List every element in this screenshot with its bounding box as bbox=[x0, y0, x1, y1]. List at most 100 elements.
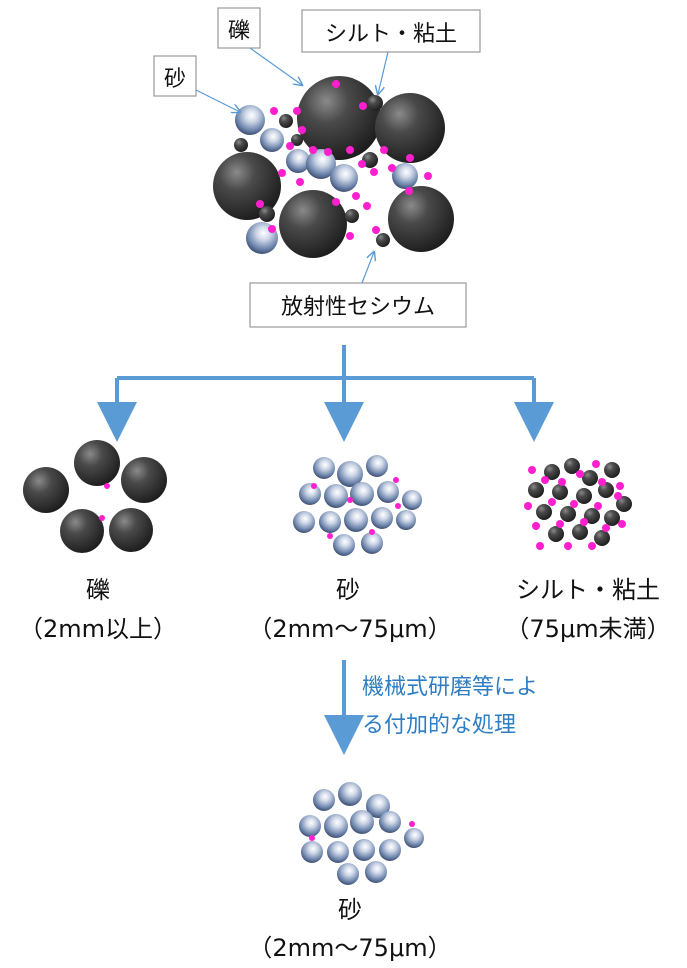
gravel-particle bbox=[121, 457, 167, 503]
cesium-particle bbox=[309, 146, 317, 154]
gravel-particle bbox=[616, 496, 632, 512]
sand-particle bbox=[327, 841, 349, 863]
callout-silt-clay: シルト・粘土 bbox=[301, 9, 481, 94]
gravel-particle bbox=[109, 508, 153, 552]
sand-particle bbox=[404, 828, 424, 848]
cesium-particle bbox=[332, 198, 340, 206]
cesium-particle bbox=[358, 160, 366, 168]
cesium-particle bbox=[424, 172, 432, 180]
treatment-text-line1: 機械式研磨等によ bbox=[362, 675, 538, 700]
cesium-particle bbox=[346, 232, 354, 240]
cesium-particle bbox=[370, 168, 378, 176]
cesium-particle bbox=[409, 821, 415, 827]
cesium-particle bbox=[346, 146, 354, 154]
gravel-particle bbox=[279, 190, 347, 258]
sand-particle bbox=[299, 483, 321, 505]
cesium-particle bbox=[548, 498, 556, 506]
cesium-particle bbox=[570, 500, 578, 508]
cesium-particle bbox=[393, 477, 399, 483]
sand-particle bbox=[366, 455, 388, 477]
gravel-range: （2mm以上） bbox=[19, 615, 177, 643]
gravel-particle bbox=[576, 488, 592, 504]
cesium-particle bbox=[372, 226, 380, 234]
cesium-particle bbox=[388, 164, 396, 172]
cesium-particle bbox=[359, 102, 367, 110]
gravel-particles bbox=[23, 440, 167, 553]
cesium-particle bbox=[380, 146, 388, 154]
sand-particle bbox=[286, 149, 310, 173]
cesium-particle bbox=[532, 522, 540, 530]
gravel-particle bbox=[572, 524, 588, 540]
sand-particle bbox=[324, 484, 348, 508]
gravel-particle bbox=[552, 484, 568, 500]
sand-particle bbox=[353, 839, 375, 861]
cesium-particle bbox=[286, 142, 294, 150]
sand-particle bbox=[402, 490, 422, 510]
cesium-particle bbox=[99, 515, 105, 521]
cesium-particle bbox=[309, 835, 315, 841]
cesium-particle bbox=[576, 470, 584, 478]
gravel-particle bbox=[213, 152, 281, 220]
cesium-particle bbox=[324, 148, 332, 156]
gravel-particle bbox=[594, 530, 610, 546]
cesium-particle bbox=[352, 192, 360, 200]
gravel-particle bbox=[23, 467, 69, 513]
gravel-particle bbox=[367, 95, 383, 111]
sand-particle bbox=[306, 149, 336, 179]
sand-particle bbox=[379, 839, 401, 861]
sand-particle bbox=[260, 128, 284, 152]
result-name: 砂 bbox=[338, 896, 362, 924]
callout-gravel-label: 礫 bbox=[228, 19, 250, 44]
callout-gravel: 礫 bbox=[217, 7, 302, 85]
cesium-particle bbox=[298, 126, 306, 134]
callout-sand-label: 砂 bbox=[164, 67, 186, 92]
sand-particle bbox=[396, 510, 416, 530]
sand-particle bbox=[361, 532, 383, 554]
sand-particle bbox=[350, 482, 374, 506]
cesium-particle bbox=[327, 533, 333, 539]
cesium-particle bbox=[558, 478, 566, 486]
cesium-particle bbox=[598, 478, 606, 486]
sand-particle bbox=[337, 461, 363, 487]
cesium-particle bbox=[592, 460, 600, 468]
cesium-particle bbox=[580, 518, 588, 526]
sand-particle bbox=[313, 789, 335, 811]
result-range: （2mm～75μm） bbox=[248, 934, 451, 962]
cesium-particle bbox=[541, 476, 549, 484]
branch-arrows bbox=[97, 345, 554, 442]
mixed-soil-particles bbox=[213, 76, 454, 258]
sand-particle bbox=[365, 861, 387, 883]
gravel-particle bbox=[279, 114, 293, 128]
gravel-particle bbox=[345, 209, 359, 223]
cesium-particle bbox=[616, 482, 624, 490]
cesium-particle bbox=[270, 107, 278, 115]
cesium-particle bbox=[104, 483, 110, 489]
gravel-particle bbox=[297, 76, 381, 160]
callout-silt-clay-pointer bbox=[378, 51, 389, 94]
sand-name: 砂 bbox=[336, 576, 360, 604]
cesium-particle bbox=[347, 497, 353, 503]
cesium-particle bbox=[363, 202, 371, 210]
gravel-particle bbox=[375, 93, 445, 163]
callout-cesium-label: 放射性セシウム bbox=[281, 295, 435, 320]
sand-particle bbox=[319, 511, 341, 533]
gravel-particle bbox=[564, 458, 580, 474]
silt-clay-name: シルト・粘土 bbox=[516, 576, 660, 604]
sand-particle bbox=[330, 164, 358, 192]
sand-particle bbox=[392, 163, 418, 189]
cesium-particle bbox=[556, 520, 564, 528]
treated-sand-particles bbox=[299, 782, 424, 885]
cesium-particle bbox=[405, 187, 413, 195]
cesium-particle bbox=[278, 169, 286, 177]
callout-cesium: 放射性セシウム bbox=[249, 252, 467, 328]
gravel-particle bbox=[259, 206, 275, 222]
gravel-particle bbox=[388, 186, 454, 252]
sand-particles bbox=[293, 455, 422, 556]
sand-particle bbox=[235, 105, 265, 135]
cesium-particle bbox=[332, 80, 340, 88]
sand-particle bbox=[350, 810, 374, 834]
callout-silt-clay-label: シルト・粘土 bbox=[325, 22, 457, 47]
sand-particle bbox=[293, 511, 315, 533]
gravel-particle bbox=[604, 510, 620, 526]
